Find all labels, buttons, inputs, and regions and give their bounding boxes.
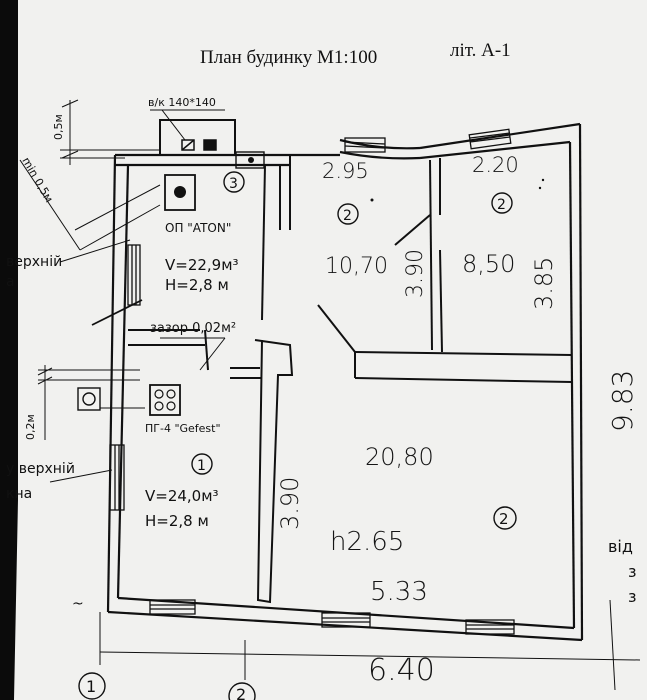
room-number-1: 1	[197, 458, 206, 474]
dim-inner-mid: 3.90	[403, 249, 428, 298]
right-note-3: з	[628, 587, 637, 606]
room-1-volume: V=24,0м³	[145, 487, 219, 505]
room-3-volume: V=22,9м³	[165, 256, 239, 274]
axis-marker-2	[228, 682, 256, 700]
left-note-lower-b: кна	[6, 486, 32, 502]
bottom-windows	[149, 599, 515, 635]
room-area-10-70: 10,70	[325, 254, 388, 279]
dim-side-offset: 0,2м	[24, 414, 37, 440]
gas-stove-icon	[149, 384, 181, 416]
room-1-height: Н=2,8 м	[145, 512, 209, 530]
axis-label-1: 1	[86, 677, 96, 696]
room-number-2a: 2	[343, 208, 352, 224]
room-number-2c: 2	[499, 510, 509, 528]
interior-walls	[128, 155, 573, 604]
dim-top-right: 2.20	[472, 153, 519, 177]
room-area-20-80: 20,80	[365, 443, 434, 471]
plan-letter: літ. А-1	[450, 40, 511, 61]
dim-left-inner: 3.90	[276, 477, 304, 530]
right-note-2: з	[628, 562, 637, 581]
vent-outlet-icon	[77, 387, 101, 411]
room-marker-2a	[337, 203, 359, 225]
plan-title: План будинку М1:100	[200, 47, 377, 68]
boiler-icon	[164, 174, 196, 211]
dim-right-small: 3.85	[530, 257, 558, 310]
dim-right-total: 9.83	[606, 370, 639, 432]
flue-duct-icon	[203, 139, 217, 151]
room-area-8-50: 8,50	[462, 250, 515, 278]
meter-icon	[235, 151, 265, 169]
bottom-tilde: ~	[72, 596, 84, 612]
room-marker-1	[191, 453, 213, 475]
dim-bottom-inner: 5.33	[370, 577, 428, 607]
vent-duct-icon	[181, 139, 195, 151]
left-note-upper-b: а	[6, 274, 15, 290]
top-windows	[344, 128, 512, 153]
left-note-lower-a: у верхній	[6, 461, 75, 477]
room-marker-3	[223, 171, 245, 193]
room-marker-2c	[493, 506, 517, 530]
axis-label-2: 2	[236, 685, 246, 700]
room-number-2b: 2	[497, 197, 506, 213]
gap-label: зазор 0,02м²	[150, 321, 236, 336]
room-height-note: h2.65	[330, 527, 404, 557]
right-note-1: від	[608, 537, 633, 556]
dim-bottom-total: 6.40	[368, 653, 435, 688]
axis-marker-1	[78, 672, 106, 700]
dim-top-mid: 2.95	[322, 159, 369, 183]
boiler-label: ОП "ATON"	[165, 221, 231, 235]
room-marker-2b	[491, 192, 513, 214]
left-note-upper-a: верхній	[6, 254, 62, 270]
stove-label: ПГ-4 "Gefest"	[145, 422, 221, 435]
dim-top-offset: 0,5м	[52, 114, 65, 140]
offset-dimension-lines	[19, 99, 161, 440]
vent-label: в/к 140*140	[148, 96, 216, 109]
room-number-3: 3	[229, 176, 238, 192]
room-3-height: Н=2,8 м	[165, 276, 229, 294]
